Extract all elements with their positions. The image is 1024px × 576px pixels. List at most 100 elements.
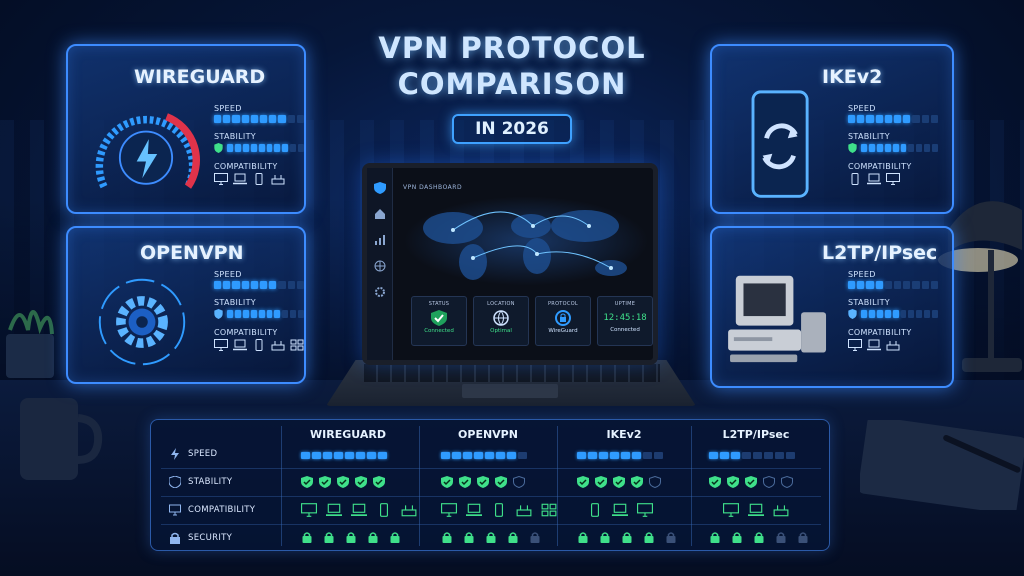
- bar-segment: [367, 452, 376, 459]
- bar-segment: [378, 452, 387, 459]
- bar-segment: [861, 310, 867, 318]
- bar-segment: [876, 144, 883, 152]
- status-tile[interactable]: STATUS Connected: [411, 296, 467, 346]
- lock-icon: [622, 532, 632, 543]
- bar-segment: [866, 281, 874, 289]
- globe-icon[interactable]: [374, 260, 386, 272]
- laptop-icon: [466, 503, 482, 516]
- card-title-wireguard: WIREGUARD: [134, 66, 266, 88]
- laptop-icon: [233, 339, 247, 351]
- card-l2tp: L2TP/IPsec SPEED STABILITY COMPATIBILITY: [710, 226, 954, 388]
- wireguard-compat-icons: [214, 173, 304, 185]
- bar-segment: [916, 310, 923, 318]
- phone-icon: [851, 173, 859, 185]
- router-icon: [886, 341, 900, 351]
- card-openvpn: OPENVPN SPEED STABILITY COMPATIBILITY: [66, 226, 306, 384]
- wireguard-security-cell: [301, 531, 401, 543]
- bar-segment: [234, 144, 241, 152]
- uptime-tile-time: 12:45:18: [603, 313, 647, 323]
- bar-segment: [632, 452, 641, 459]
- phone-icon: [495, 503, 503, 517]
- lock-icon: [346, 532, 356, 543]
- stability-label: STABILITY: [214, 132, 256, 141]
- bar-segment: [266, 310, 273, 318]
- openvpn-speed-bar: [214, 281, 305, 289]
- bar-segment: [274, 310, 281, 318]
- shield-check-icon: [431, 310, 447, 326]
- lock-icon: [508, 532, 518, 543]
- lock-icon: [710, 532, 720, 543]
- laptop-screen: VPN DASHBOARD STATUS Connected LOCATION …: [362, 163, 658, 365]
- bar-segment: [908, 144, 915, 152]
- bar-segment: [312, 452, 321, 459]
- bar-segment: [857, 281, 865, 289]
- bar-segment: [282, 310, 289, 318]
- dashboard-title: VPN DASHBOARD: [403, 184, 463, 191]
- monitor-icon: [886, 173, 900, 185]
- vpn-lock-icon: [555, 310, 571, 326]
- location-tile[interactable]: LOCATION Optimal: [473, 296, 529, 346]
- bar-segment: [227, 310, 233, 318]
- openvpn-stability-bar: [227, 310, 305, 318]
- column-divider: [281, 426, 282, 546]
- l2tp-compat-icons: [848, 339, 938, 351]
- stability-label: STABILITY: [214, 298, 256, 307]
- router-icon: [773, 505, 789, 517]
- bar-segment: [912, 281, 920, 289]
- bar-segment: [900, 310, 907, 318]
- bar-segment: [903, 281, 911, 289]
- shield-check-icon: [577, 476, 589, 488]
- world-map-icon: [403, 196, 649, 286]
- column-header-wireguard: WIREGUARD: [310, 428, 386, 441]
- gear-icon: [98, 278, 186, 366]
- lock-icon: [732, 532, 742, 543]
- lock-icon: [530, 532, 540, 543]
- shield-check-icon: [373, 476, 385, 488]
- dashboard-tiles: STATUS Connected LOCATION Optimal PROTOC…: [411, 296, 653, 346]
- bar-segment: [290, 310, 297, 318]
- speed-label: SPEED: [214, 270, 242, 279]
- column-header-ikev2: IKEv2: [606, 428, 642, 441]
- bar-segment: [775, 452, 784, 459]
- bar-chart-icon[interactable]: [374, 234, 386, 246]
- home-icon[interactable]: [374, 208, 386, 220]
- gear-icon[interactable]: [374, 286, 386, 298]
- uptime-tile[interactable]: UPTIME 12:45:18 Connected: [597, 296, 653, 346]
- bar-segment: [496, 452, 505, 459]
- globe-icon: [493, 310, 509, 326]
- mug-decoration: [20, 398, 103, 480]
- wireguard-compat-cell: [301, 503, 417, 517]
- protocol-tile-label: PROTOCOL: [547, 301, 579, 307]
- shield-icon[interactable]: [373, 182, 386, 194]
- status-tile-label: STATUS: [428, 301, 450, 307]
- bar-segment: [884, 115, 893, 123]
- bar-segment: [912, 115, 920, 123]
- shield-check-icon: [337, 476, 349, 488]
- bar-segment: [334, 452, 343, 459]
- bar-segment: [287, 281, 295, 289]
- title-line-2: COMPARISON: [397, 67, 627, 101]
- bar-segment: [764, 452, 773, 459]
- bar-segment: [868, 310, 875, 318]
- protocol-tile[interactable]: PROTOCOL WireGuard: [535, 296, 591, 346]
- card-wireguard: WIREGUARD SPEED STABILITY COMPATIBILITY: [66, 44, 306, 214]
- phone-icon: [591, 503, 599, 517]
- monitor-icon: [169, 504, 181, 516]
- ikev2-stability-bar: [861, 144, 939, 152]
- wireguard-stability-cell: [301, 476, 385, 488]
- bar-segment: [452, 452, 461, 459]
- column-header-openvpn: OPENVPN: [458, 428, 518, 441]
- title-line-1: VPN PROTOCOL: [378, 31, 646, 65]
- row-label-compatibility: COMPATIBILITY: [169, 504, 255, 516]
- bar-segment: [301, 452, 310, 459]
- monitor-icon: [301, 503, 317, 517]
- lightning-icon: [171, 448, 179, 460]
- bar-segment: [507, 452, 516, 459]
- router-icon: [271, 341, 285, 351]
- shield-icon: [214, 143, 223, 153]
- bar-segment: [903, 115, 911, 123]
- lock-icon: [302, 532, 312, 543]
- monitor-icon: [441, 503, 457, 517]
- router-icon: [516, 505, 532, 517]
- lock-icon: [754, 532, 764, 543]
